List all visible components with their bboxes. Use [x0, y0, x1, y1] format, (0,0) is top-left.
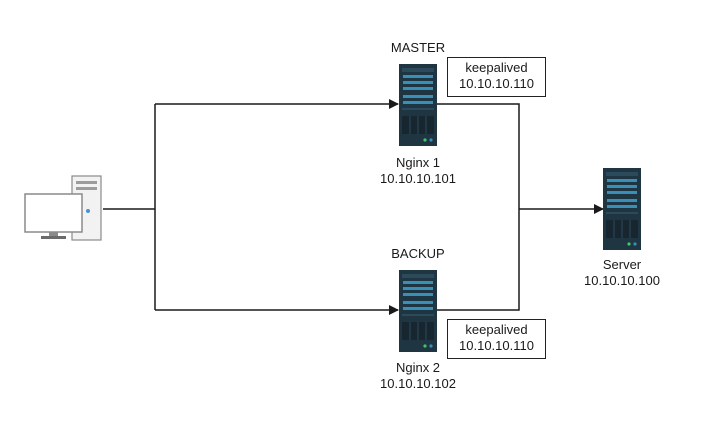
nginx2-server-icon [399, 270, 437, 352]
backend-server-icon [603, 168, 641, 250]
server-ip: 10.10.10.100 [584, 273, 660, 288]
backup-role-label: BACKUP [391, 246, 445, 261]
master-to-server-line [436, 103, 520, 209]
master-keepalived-vip: 10.10.10.110 [459, 76, 534, 91]
nginx1-name: Nginx 1 [395, 155, 441, 170]
master-keepalived-box: keepalived 10.10.10.110 [447, 57, 546, 97]
client-pc-icon [24, 175, 104, 241]
nginx1-ip: 10.10.10.101 [380, 171, 456, 186]
server-name: Server [602, 257, 642, 272]
master-role-label: MASTER [390, 40, 446, 55]
master-keepalived-label: keepalived [465, 60, 528, 75]
backup-keepalived-box: keepalived 10.10.10.110 [447, 319, 546, 359]
backup-keepalived-label: keepalived [465, 322, 528, 337]
backup-keepalived-vip: 10.10.10.110 [459, 338, 534, 353]
nginx1-server-icon [399, 64, 437, 146]
backup-to-server-line [436, 209, 520, 311]
nginx2-name: Nginx 2 [395, 360, 441, 375]
nginx2-ip: 10.10.10.102 [380, 376, 456, 391]
